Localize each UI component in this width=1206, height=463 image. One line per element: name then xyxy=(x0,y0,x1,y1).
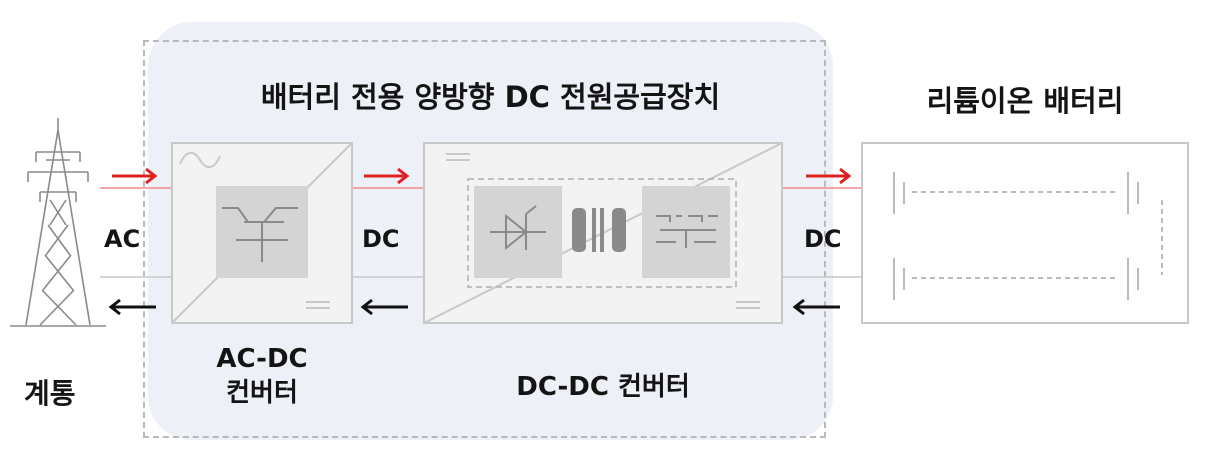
diode-icon xyxy=(490,205,546,251)
rectifier-icon xyxy=(222,207,298,262)
sine-wave-icon xyxy=(179,152,221,168)
dc-left-label: DC xyxy=(362,225,400,253)
ac-label: AC xyxy=(104,225,141,253)
forward-arrow-ac xyxy=(112,167,158,185)
lithium-battery-block xyxy=(861,142,1189,324)
transmission-tower-icon xyxy=(10,118,106,327)
battery-title: 리튬이온 배터리 xyxy=(926,84,1124,118)
battery-cell-icon xyxy=(893,172,1163,300)
forward-arrow-dc-right xyxy=(806,167,852,185)
power-supply-boundary xyxy=(143,40,826,438)
forward-arrow-dc-left xyxy=(364,167,410,185)
acdc-label-line2: 컨버터 xyxy=(226,378,298,408)
grid-label: 계통 xyxy=(24,377,76,410)
dc-right-label: DC xyxy=(804,225,842,253)
acdc-label-line1: AC-DC xyxy=(216,344,308,374)
dcdc-converter-block xyxy=(423,142,783,324)
dcdc-converter-label: DC-DC 컨버터 xyxy=(516,372,690,402)
reverse-arrow-ac xyxy=(108,298,156,316)
transformer-icon xyxy=(572,208,626,252)
reverse-arrow-dc-left xyxy=(360,298,408,316)
diagram-title: 배터리 전용 양방향 DC 전원공급장치 xyxy=(260,80,721,114)
switch-icon xyxy=(656,215,718,248)
acdc-converter-label: AC-DC 컨버터 xyxy=(172,342,352,410)
reverse-arrow-dc-right xyxy=(792,298,840,316)
acdc-converter-block xyxy=(171,142,353,324)
